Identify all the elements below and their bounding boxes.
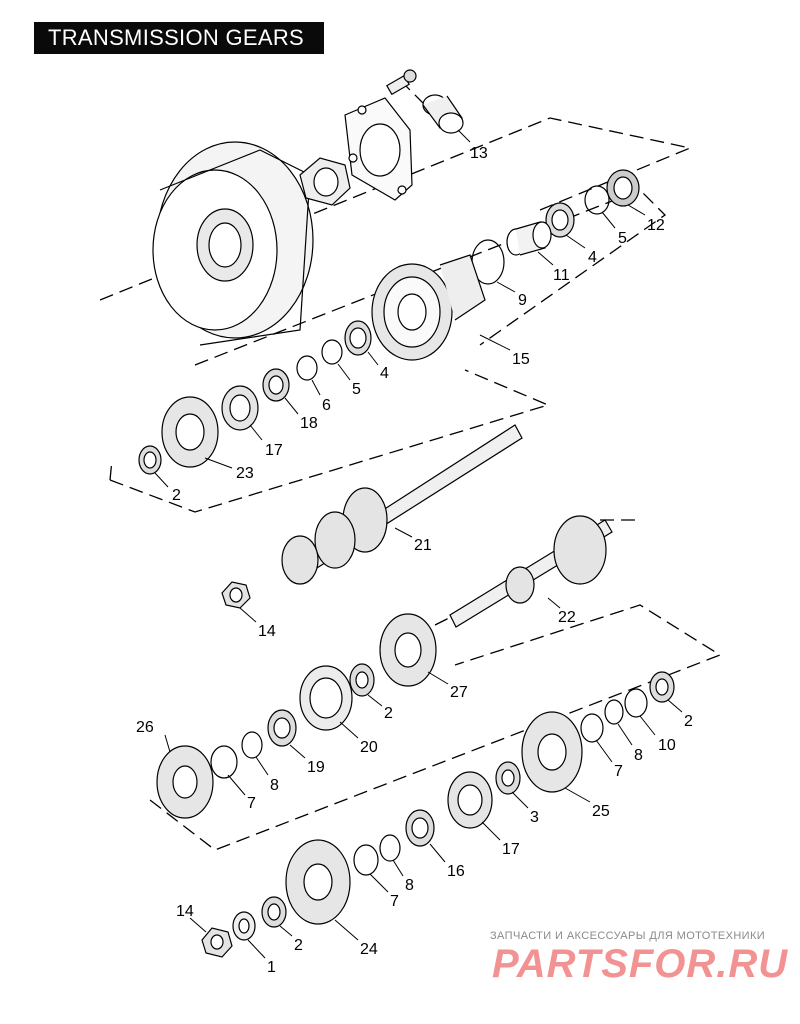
callout-10: 10 <box>658 737 676 754</box>
callout-23: 23 <box>236 465 254 482</box>
callout-14-bottom: 14 <box>176 903 194 920</box>
callout-2-bottom: 2 <box>294 937 303 954</box>
callout-20: 20 <box>360 739 378 756</box>
callout-2-right: 2 <box>684 713 693 730</box>
callout-11: 11 <box>553 267 570 284</box>
callout-8-left: 8 <box>270 777 279 794</box>
needle-bearing-2-mid <box>349 663 375 697</box>
washer-10 <box>624 688 648 718</box>
gear-27 <box>379 613 437 687</box>
callout-12: 12 <box>647 217 665 234</box>
callout-4-mid: 4 <box>380 365 389 382</box>
callout-21: 21 <box>414 537 432 554</box>
group-outline-countershaft <box>149 604 722 851</box>
callout-5-top: 5 <box>618 230 627 247</box>
bushing-19 <box>267 709 297 747</box>
group-outline-upper <box>99 117 693 301</box>
callout-22: 22 <box>558 609 576 626</box>
callout-16: 16 <box>447 863 465 880</box>
leader-lines <box>154 129 683 959</box>
callout-26: 26 <box>136 719 154 736</box>
callout-24: 24 <box>360 941 378 958</box>
gear-23 <box>161 396 219 468</box>
watermark-caption: ЗАПЧАСТИ И АКСЕССУАРЫ ДЛЯ МОТОТЕХНИКИ <box>490 930 766 942</box>
gear-24 <box>285 839 351 925</box>
callout-9: 9 <box>518 292 527 309</box>
callout-7-right: 7 <box>614 763 623 780</box>
countershaft-22 <box>449 515 613 628</box>
washer-1 <box>232 911 256 941</box>
shift-dog-17-top <box>221 385 259 431</box>
parts <box>138 69 675 958</box>
callout-7-left: 7 <box>247 795 256 812</box>
callout-2-top: 2 <box>172 487 181 504</box>
ring-6 <box>296 355 318 381</box>
ring-8-right <box>604 699 624 725</box>
mainshaft-21 <box>281 424 523 585</box>
gear-25 <box>521 711 583 793</box>
needle-bearing-4-mid <box>344 320 372 356</box>
callout-8-bottom: 8 <box>405 877 414 894</box>
washer-7-bottom <box>353 844 379 876</box>
needle-bearing-2-top <box>138 445 162 475</box>
group-outline-mainshaft-top-b <box>109 459 113 481</box>
callout-5-mid: 5 <box>352 381 361 398</box>
shift-dog-20 <box>299 665 353 731</box>
bushing-13 <box>422 94 464 134</box>
callout-17-lower: 17 <box>502 841 520 858</box>
callout-25: 25 <box>592 803 610 820</box>
callout-6: 6 <box>322 397 331 414</box>
callout-18: 18 <box>300 415 318 432</box>
callout-15: 15 <box>512 351 530 368</box>
callout-17-top: 17 <box>265 442 283 459</box>
bushing-11 <box>506 221 552 256</box>
callout-14-mid: 14 <box>258 623 276 640</box>
diagram-title: TRANSMISSION GEARS <box>34 22 324 54</box>
shift-dog-17-lower <box>447 771 493 829</box>
callout-1: 1 <box>267 959 276 976</box>
callout-13: 13 <box>470 145 488 162</box>
ring-8-bottom <box>379 834 401 862</box>
needle-bearing-18 <box>262 368 290 402</box>
callout-2-mid: 2 <box>384 705 393 722</box>
retaining-ring-5-top <box>584 185 610 215</box>
group-outline-mainshaft-top <box>109 369 550 513</box>
callout-4-top: 4 <box>588 249 597 266</box>
callout-27: 27 <box>450 684 468 701</box>
ring-8-left <box>241 731 263 759</box>
retainer-plate <box>344 97 413 201</box>
retaining-ring-5-mid <box>321 339 343 365</box>
main-drive-gear-15 <box>371 254 486 361</box>
bolt <box>386 69 417 96</box>
needle-bearing-2-right <box>649 671 675 703</box>
needle-bearing-4-top <box>545 202 575 238</box>
gear-26 <box>156 745 214 819</box>
bushing-16 <box>405 809 435 847</box>
needle-bearing-2-bottom <box>261 896 287 928</box>
washer-7-right <box>580 713 604 743</box>
callout-3: 3 <box>530 809 539 826</box>
hex-nut-upper <box>299 157 351 206</box>
washer-7-left <box>210 745 238 779</box>
callout-8-right: 8 <box>634 747 643 764</box>
callout-7-bottom: 7 <box>390 893 399 910</box>
callout-19: 19 <box>307 759 325 776</box>
hex-nut-14-bottom <box>201 927 233 958</box>
axis-dash-27 <box>434 614 456 626</box>
seal-12 <box>606 169 640 207</box>
hex-nut-14-mid <box>221 581 251 609</box>
main-drive-gear-housing <box>152 141 314 346</box>
watermark-logo: PARTSFOR.RU <box>492 942 789 986</box>
needle-bearing-3 <box>495 761 521 795</box>
callout-labels: 13 12 5 4 11 9 15 4 5 6 18 17 23 2 21 22… <box>136 145 693 976</box>
